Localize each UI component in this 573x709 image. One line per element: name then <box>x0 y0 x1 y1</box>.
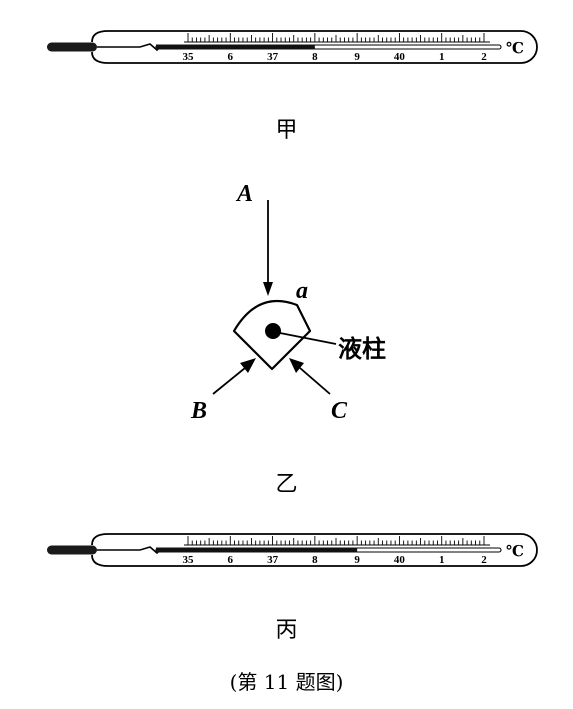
arrow-c-line <box>299 367 331 395</box>
arrow-a-label: A <box>235 181 253 207</box>
arrow-b-line <box>212 367 246 395</box>
scale-label: 40 <box>394 554 406 566</box>
thermometer-bulb <box>47 42 97 52</box>
unit-label: ℃ <box>506 41 524 57</box>
arrow-c-head <box>289 358 304 373</box>
scale-label: 2 <box>481 554 487 566</box>
scale-label: 8 <box>312 554 318 566</box>
scale-label: 37 <box>267 51 279 63</box>
thermometer-bulb <box>47 545 97 555</box>
scale-label: 35 <box>183 554 195 566</box>
caption-jia: 甲 <box>275 118 298 143</box>
caption-bing: 丙 <box>275 618 298 643</box>
caption-yi: 乙 <box>275 472 298 497</box>
scale-label: 6 <box>228 554 234 566</box>
scale-label: 35 <box>183 51 195 63</box>
scale-label: 2 <box>481 51 487 63</box>
scale-label: 9 <box>354 51 360 63</box>
liquid-column-dot <box>265 323 281 339</box>
face-a-label: a <box>296 278 308 304</box>
arrow-a-head <box>263 282 273 296</box>
thermometer-constriction <box>97 546 161 555</box>
thermometer-jia: 35 6 37 8 9 40 1 2 ℃ <box>47 30 538 64</box>
scale-label: 1 <box>439 51 445 63</box>
thermometer-glass <box>91 30 538 64</box>
thermometer-glass <box>91 533 538 567</box>
scale-label: 37 <box>267 554 279 566</box>
liquid-column-leader <box>279 332 337 345</box>
arrow-b-head <box>240 358 256 373</box>
liquid-column <box>156 44 315 50</box>
thermometer-bing: 35 6 37 8 9 40 1 2 ℃ <box>47 533 538 567</box>
arrow-b-label: B <box>190 398 207 424</box>
figure-caption: (第 11 题图) <box>229 670 344 694</box>
liquid-column <box>156 547 358 553</box>
scale-label: 1 <box>439 554 445 566</box>
arrow-c-label: C <box>331 398 348 424</box>
cross-section-diagram: A a B C 液柱 <box>190 181 386 424</box>
scale-label: 8 <box>312 51 318 63</box>
liquid-column-label: 液柱 <box>338 335 386 363</box>
thermometer-constriction <box>97 43 161 52</box>
scale-label: 40 <box>394 51 406 63</box>
scale-label: 9 <box>354 554 360 566</box>
scale-label: 6 <box>228 51 234 63</box>
unit-label: ℃ <box>506 544 524 560</box>
